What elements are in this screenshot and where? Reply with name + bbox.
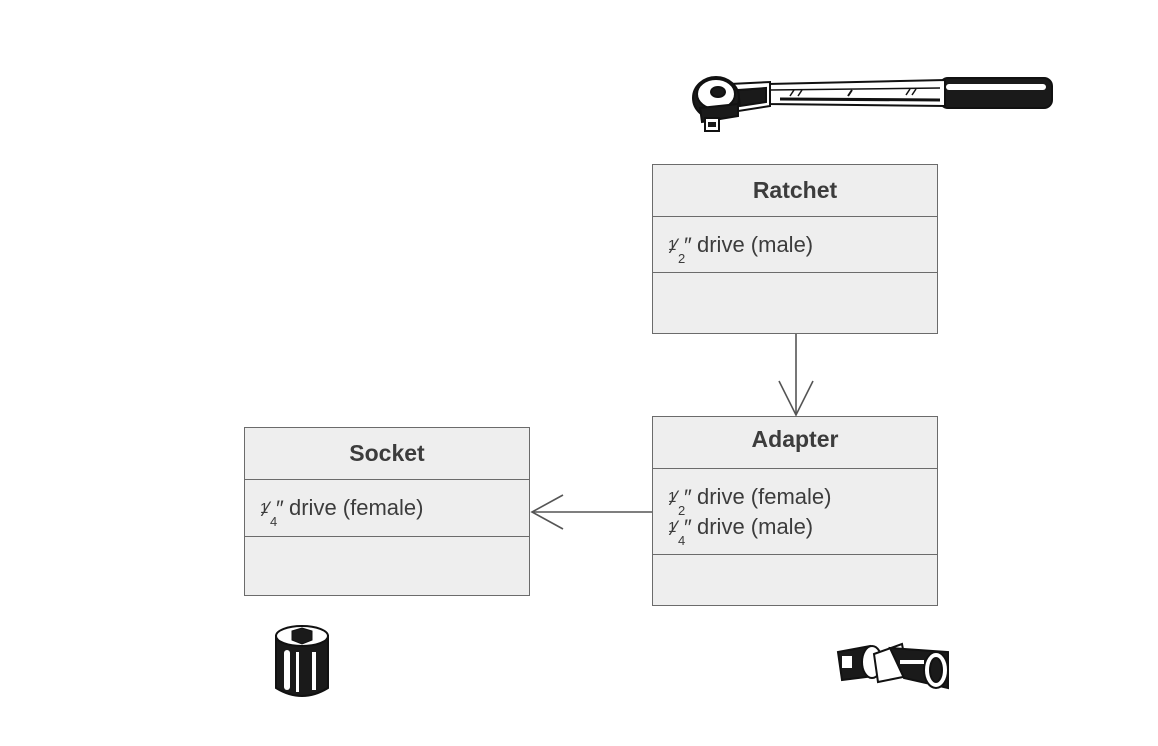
fraction-denominator: 2 xyxy=(678,250,686,266)
universal-joint-icon xyxy=(836,642,949,690)
fraction-numerator: 1 xyxy=(668,518,677,536)
adapter-class-name: Adapter xyxy=(653,417,937,469)
fraction: 1 ⁄ 4 ″ xyxy=(259,495,285,529)
ratchet-class-box: Ratchet 1 ⁄ 2 ″ drive (male) xyxy=(652,164,938,334)
ratchet-to-adapter-arrow xyxy=(778,334,814,417)
ratchet-attributes: 1 ⁄ 2 ″ drive (male) xyxy=(653,217,937,273)
attribute-text: drive (female) xyxy=(289,495,424,520)
fraction-numerator: 1 xyxy=(668,488,677,506)
socket-attribute-drive: 1 ⁄ 4 ″ drive (female) xyxy=(259,493,515,529)
adapter-attributes: 1 ⁄ 2 ″ drive (female) 1 ⁄ 4 ″ drive (ma… xyxy=(653,469,937,555)
fraction-numerator: 1 xyxy=(668,236,677,254)
fraction: 1 ⁄ 2 ″ xyxy=(667,232,693,266)
adapter-attribute-drive-male: 1 ⁄ 4 ″ drive (male) xyxy=(667,512,923,548)
fraction: 1 ⁄ 4 ″ xyxy=(667,514,693,548)
socket-class-name: Socket xyxy=(245,428,529,480)
adapter-attribute-drive-female: 1 ⁄ 2 ″ drive (female) xyxy=(667,482,923,518)
socket-attributes: 1 ⁄ 4 ″ drive (female) xyxy=(245,480,529,537)
ratchet-operations xyxy=(653,273,937,333)
adapter-operations xyxy=(653,555,937,604)
inch-mark: ″ xyxy=(684,484,692,510)
attribute-text: drive (female) xyxy=(697,483,832,509)
socket-operations xyxy=(245,537,529,594)
fraction-denominator: 2 xyxy=(678,502,686,518)
adapter-class-box: Adapter 1 ⁄ 2 ″ drive (female) 1 ⁄ 4 ″ d… xyxy=(652,416,938,606)
inch-mark: ″ xyxy=(684,232,692,258)
ratchet-attribute-drive: 1 ⁄ 2 ″ drive (male) xyxy=(667,230,923,266)
fraction: 1 ⁄ 2 ″ xyxy=(667,484,693,518)
fraction-denominator: 4 xyxy=(678,532,686,548)
fraction-slash: ⁄ xyxy=(673,486,677,510)
ratchet-wrench-icon xyxy=(692,76,1053,132)
fraction-slash: ⁄ xyxy=(673,516,677,540)
adapter-to-socket-arrow xyxy=(530,494,652,530)
fraction-numerator: 1 xyxy=(260,500,269,517)
fraction-slash: ⁄ xyxy=(673,234,677,258)
inch-mark: ″ xyxy=(276,496,284,521)
fraction-slash: ⁄ xyxy=(265,498,269,521)
fraction-denominator: 4 xyxy=(270,514,278,529)
socket-icon xyxy=(275,625,329,697)
ratchet-class-name: Ratchet xyxy=(653,165,937,217)
inch-mark: ″ xyxy=(684,514,692,540)
socket-class-box: Socket 1 ⁄ 4 ″ drive (female) xyxy=(244,427,530,596)
attribute-text: drive (male) xyxy=(697,231,814,257)
attribute-text: drive (male) xyxy=(697,513,814,539)
